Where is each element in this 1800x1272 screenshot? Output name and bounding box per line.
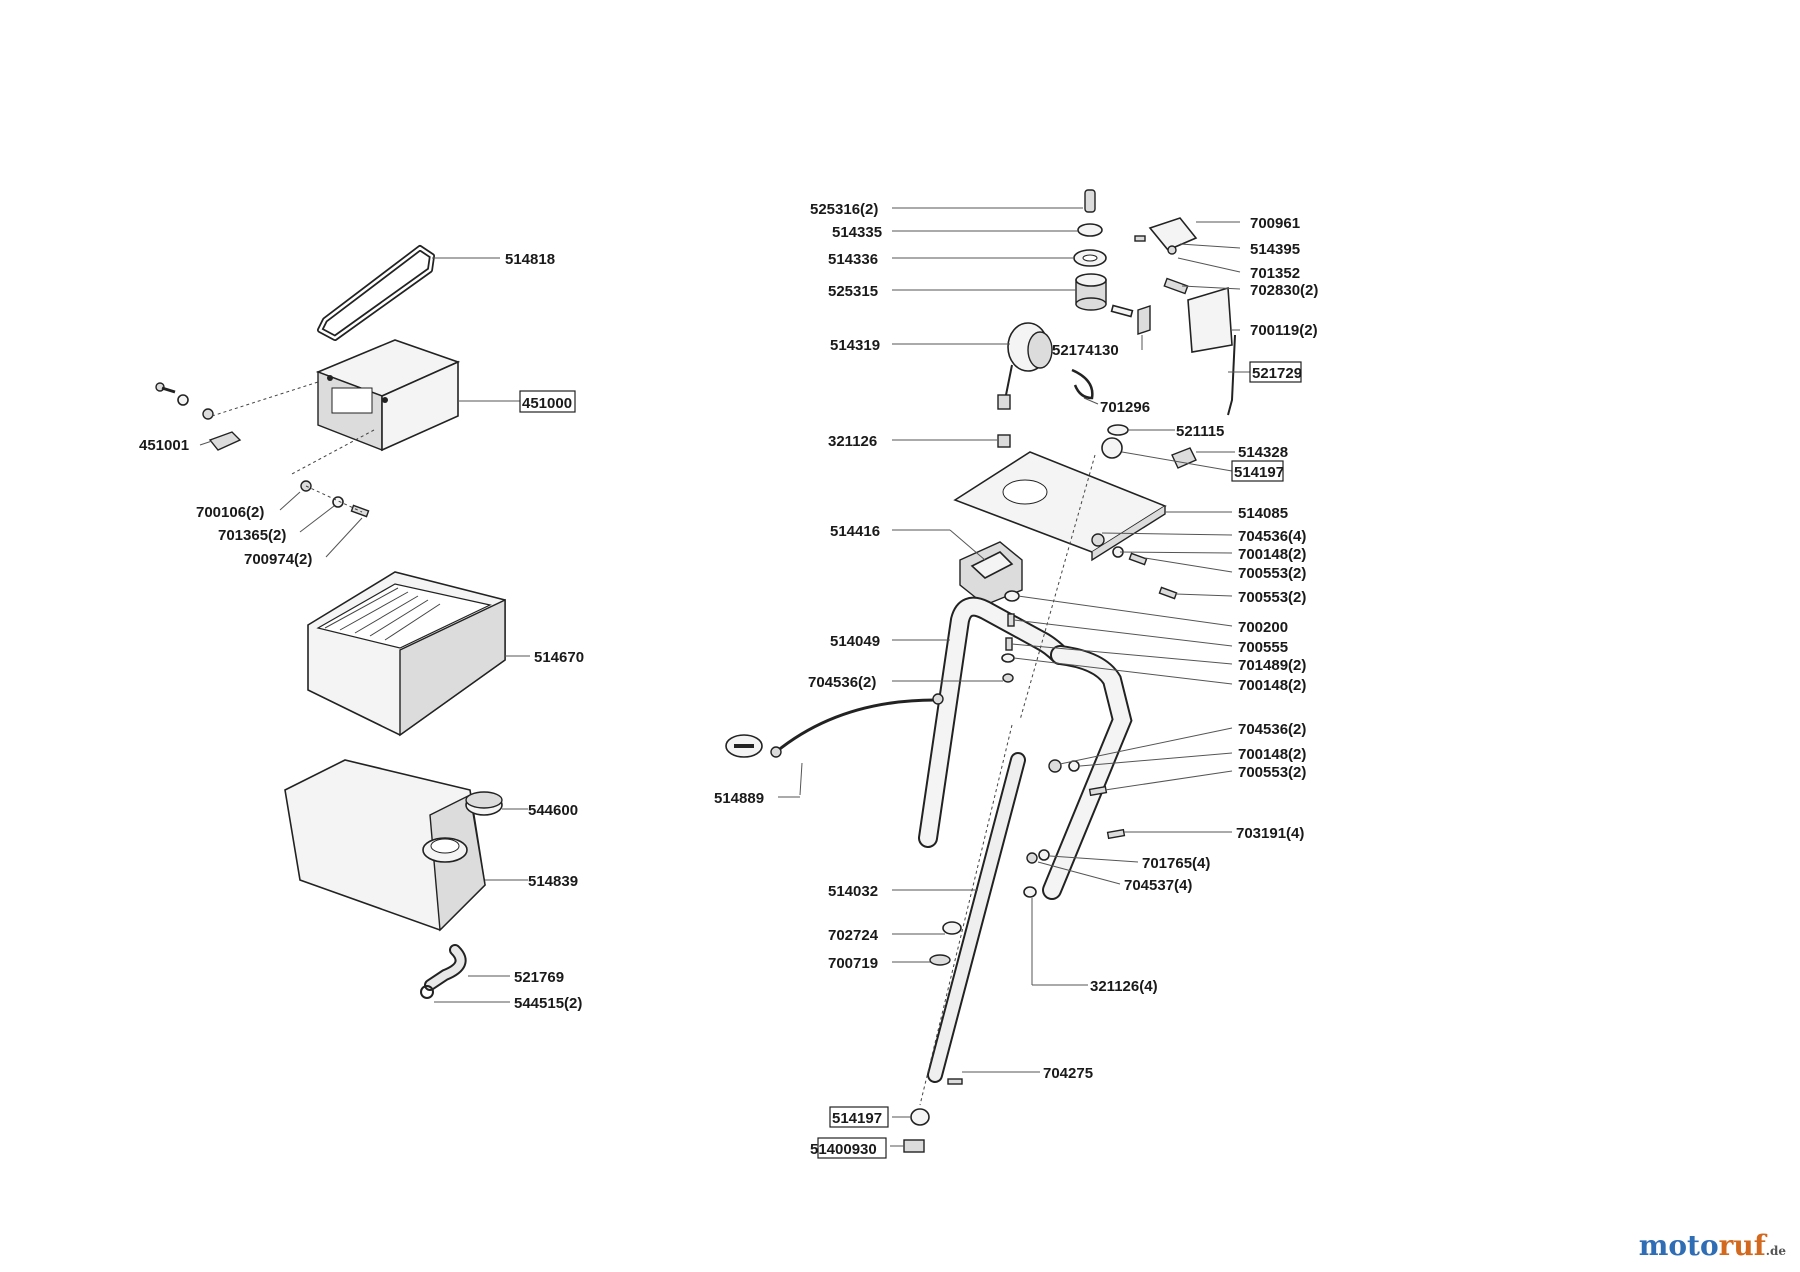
- washer-part: [929, 954, 951, 966]
- label-521115: 521115: [1176, 423, 1224, 440]
- label-700553-2a: 700553(2): [1238, 565, 1306, 582]
- label-525316: 525316(2): [810, 201, 878, 218]
- battery-bracket-part: [155, 382, 242, 451]
- label-525315: 525315: [828, 283, 878, 300]
- label-701365: 701365(2): [218, 527, 286, 544]
- panel-hardware-part: [1001, 533, 1178, 898]
- buzzer-part: [997, 322, 1053, 410]
- label-514818: 514818: [505, 251, 555, 268]
- label-700555: 700555: [1238, 639, 1288, 656]
- switch-clip-part: [1171, 447, 1197, 469]
- label-700106: 700106(2): [196, 504, 264, 521]
- label-701489: 701489(2): [1238, 657, 1306, 674]
- label-521769: 521769: [514, 969, 564, 986]
- label-704275: 704275: [1043, 1065, 1093, 1082]
- label-514328: 514328: [1238, 444, 1288, 461]
- label-514336: 514336: [828, 251, 878, 268]
- label-703191: 703191(4): [1236, 825, 1304, 842]
- label-700961: 700961: [1250, 215, 1300, 232]
- switch-plate-part: [1163, 277, 1236, 416]
- steering-tube-part: [927, 752, 1026, 1083]
- label-321126: 321126: [828, 433, 877, 450]
- battery-hardware-part: [300, 480, 370, 518]
- brand-part-1: moto: [1638, 1229, 1719, 1262]
- label-701765: 701765(4): [1142, 855, 1210, 872]
- label-700148-2a: 700148(2): [1238, 546, 1306, 563]
- label-700119: 700119(2): [1250, 322, 1318, 339]
- label-514335: 514335: [832, 224, 882, 241]
- label-52174130: 52174130: [1052, 342, 1119, 359]
- brand-part-3: .de: [1765, 1244, 1786, 1258]
- brand-logo: motoruf.de: [1639, 1229, 1786, 1262]
- label-514670: 514670: [534, 649, 584, 666]
- label-700974: 700974(2): [244, 551, 312, 568]
- battery-strap-part: [317, 245, 435, 341]
- label-514319: 514319: [830, 337, 880, 354]
- label-700719: 700719: [828, 955, 878, 972]
- fuel-hose-part: [420, 944, 467, 999]
- label-700148-2c: 700148(2): [1238, 746, 1306, 763]
- nut-part: [997, 434, 1011, 448]
- handlebar-part: [918, 596, 1133, 900]
- label-700553-2c: 700553(2): [1238, 764, 1306, 781]
- plug-part: [910, 1108, 930, 1126]
- label-544515: 544515(2): [514, 995, 582, 1012]
- label-514416: 514416: [830, 523, 880, 540]
- label-544600: 544600: [528, 802, 578, 819]
- bushing-part: [1101, 437, 1123, 459]
- console-bracket-part: [959, 541, 1023, 606]
- control-panel-part: [953, 451, 1167, 562]
- label-702724: 702724: [828, 927, 879, 944]
- label-704536-4: 704536(4): [1238, 528, 1306, 545]
- label-514032: 514032: [828, 883, 878, 900]
- pin-part: [947, 1078, 963, 1085]
- label-700200: 700200: [1238, 619, 1288, 636]
- label-514395: 514395: [1250, 241, 1300, 258]
- label-321126-4: 321126(4): [1090, 978, 1158, 995]
- battery-tray-part: [307, 571, 506, 737]
- mounting-bracket-part: [1110, 304, 1151, 335]
- label-514197-top: 514197: [1234, 464, 1284, 481]
- label-704537: 704537(4): [1124, 877, 1192, 894]
- circlip-part: [1071, 368, 1094, 400]
- label-514889: 514889: [714, 790, 764, 807]
- ignition-switch-part: [1073, 189, 1107, 311]
- label-521729: 521729: [1252, 365, 1302, 382]
- battery-part: [315, 339, 461, 452]
- label-514197-bottom: 514197: [832, 1110, 882, 1127]
- label-51400930: 51400930: [810, 1141, 877, 1158]
- label-514085: 514085: [1238, 505, 1288, 522]
- label-451001: 451001: [139, 437, 189, 454]
- label-700553-2b: 700553(2): [1238, 589, 1306, 606]
- label-704536-2: 704536(2): [808, 674, 876, 691]
- label-514839: 514839: [528, 873, 578, 890]
- cover-part: [1134, 217, 1198, 255]
- label-701352: 701352: [1250, 265, 1300, 282]
- label-514049: 514049: [830, 633, 880, 650]
- label-704536-2b: 704536(2): [1238, 721, 1306, 738]
- fuel-tank-part: [284, 759, 503, 932]
- washer-part: [942, 921, 962, 935]
- end-cap-part: [903, 1139, 925, 1153]
- label-701296: 701296: [1100, 399, 1150, 416]
- label-451000: 451000: [522, 395, 572, 412]
- label-700148-2b: 700148(2): [1238, 677, 1306, 694]
- grommet-part: [1107, 424, 1129, 436]
- brand-part-2: ruf: [1718, 1229, 1766, 1262]
- nut-part: [1002, 673, 1014, 683]
- cable-part: [725, 693, 944, 758]
- label-702830: 702830(2): [1250, 282, 1318, 299]
